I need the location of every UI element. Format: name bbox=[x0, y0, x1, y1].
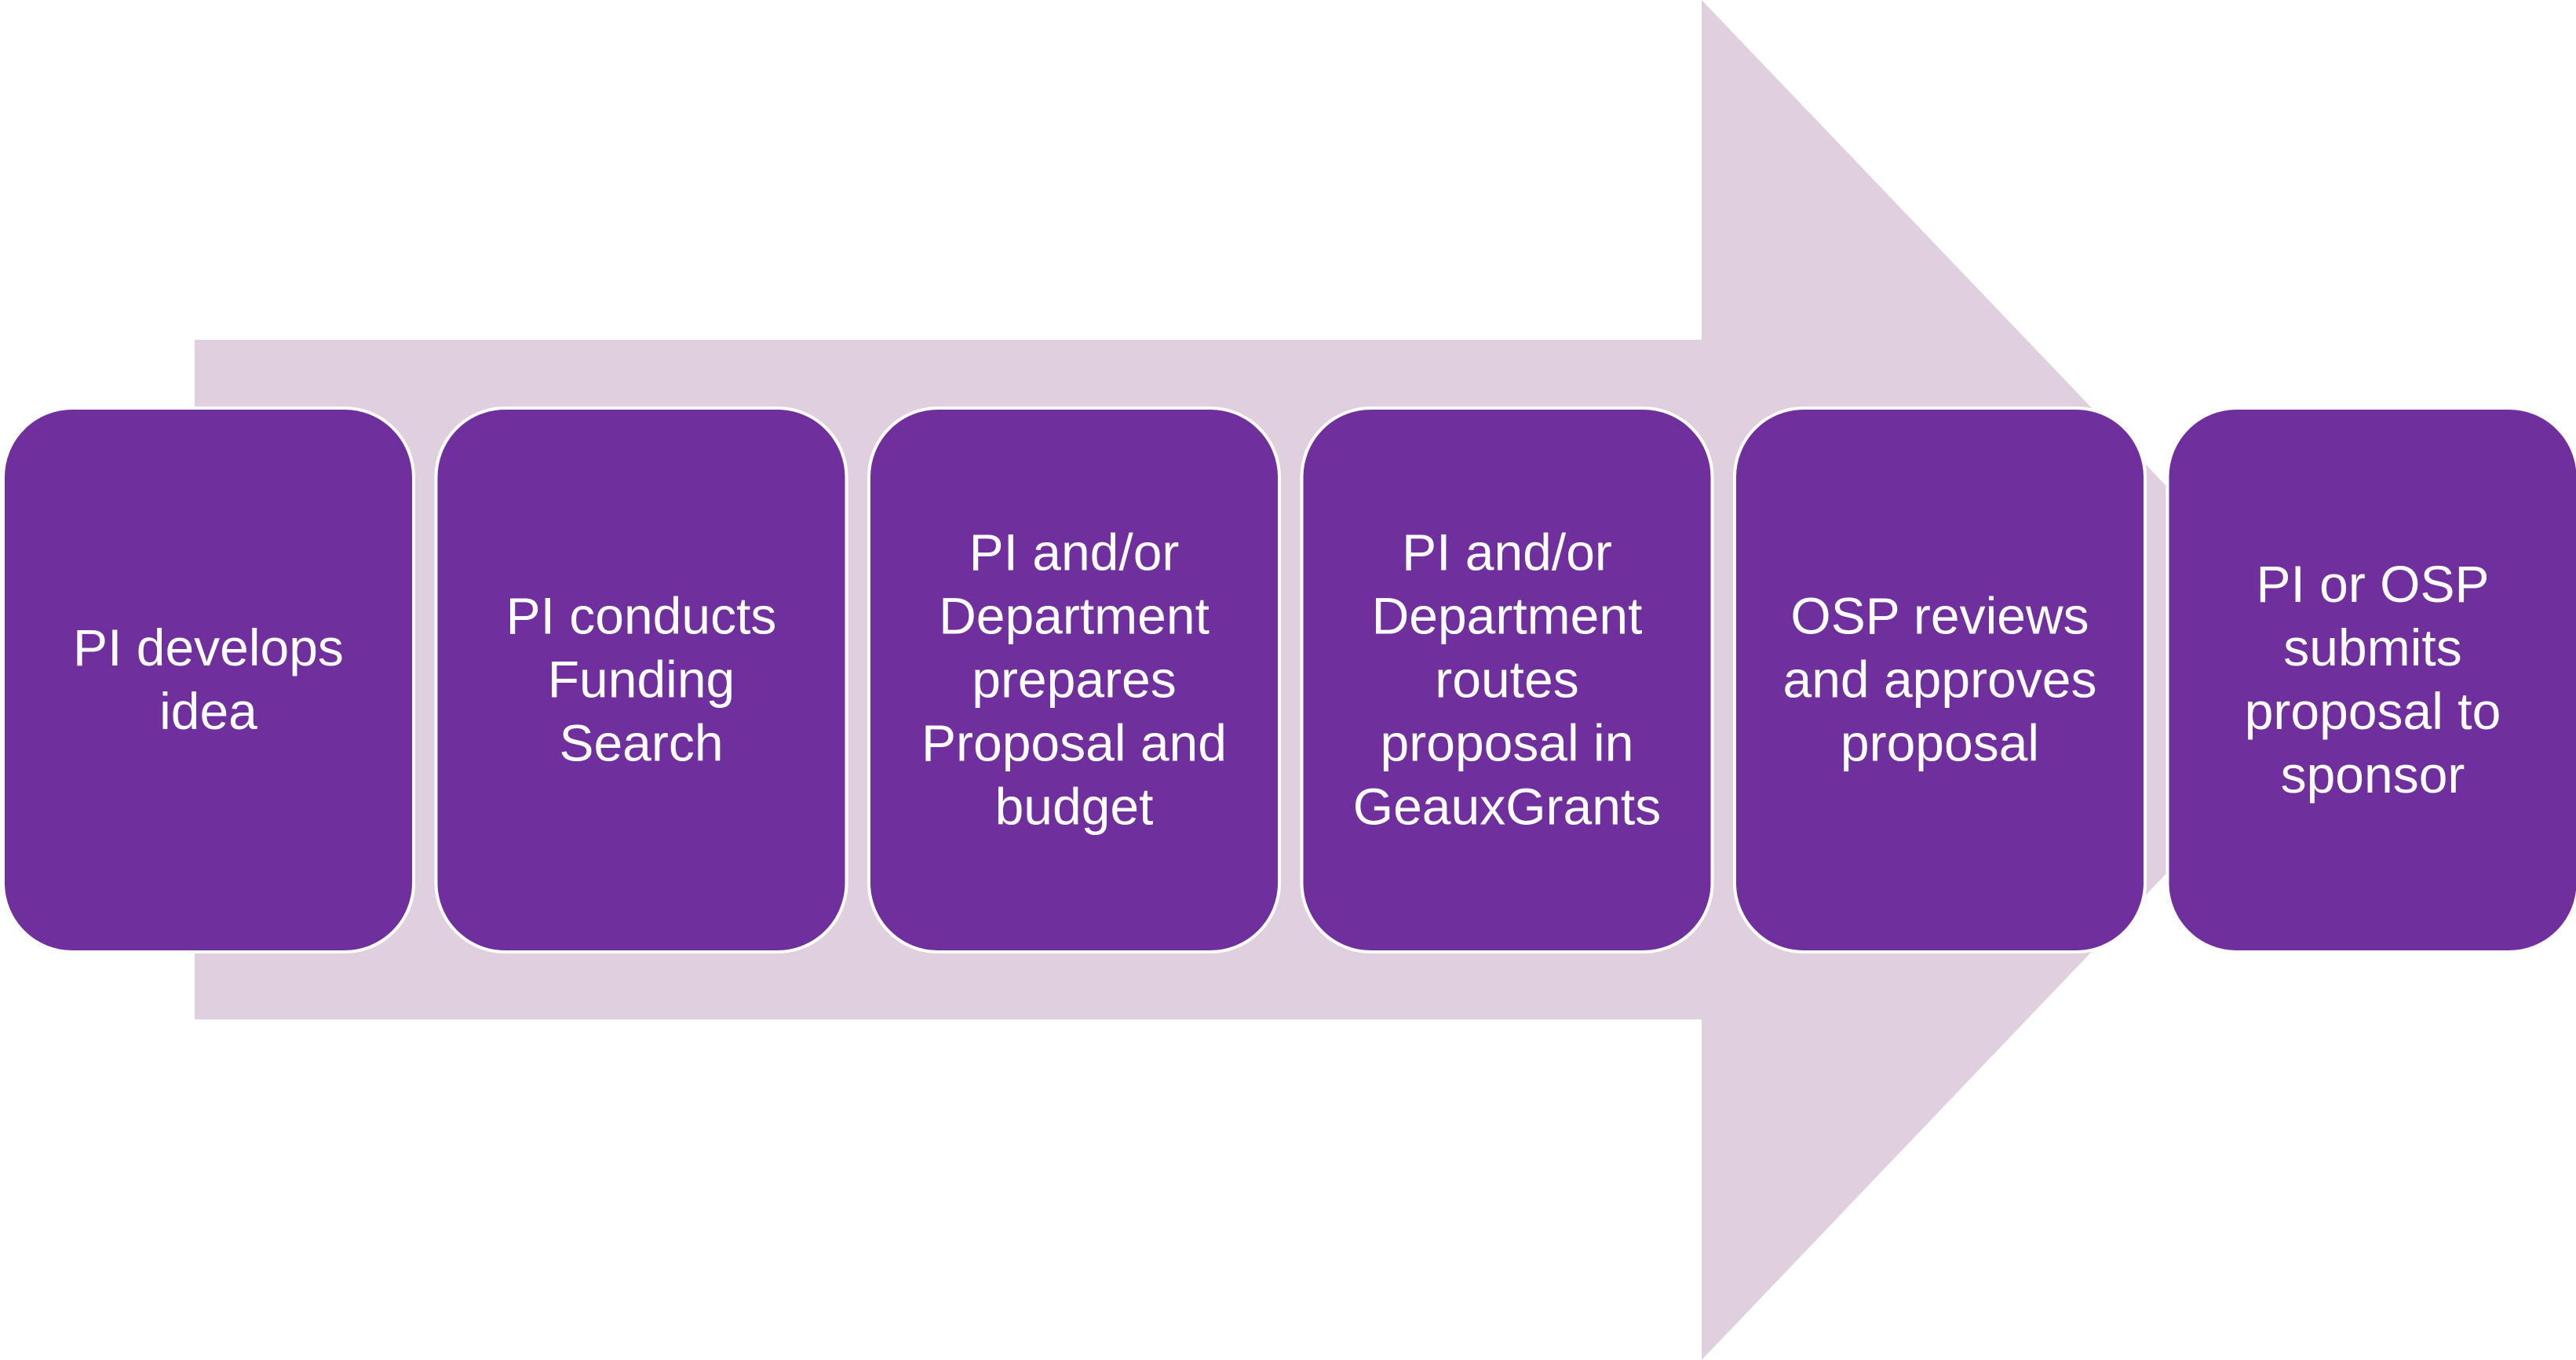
step-box bbox=[1300, 407, 1714, 953]
step-text-line: PI and/or bbox=[969, 523, 1180, 582]
step-text-line: proposal in bbox=[1381, 714, 1634, 772]
step-box bbox=[434, 407, 848, 953]
step-text-line: Department bbox=[939, 587, 1210, 645]
step-text-line: PI or OSP bbox=[2256, 555, 2489, 613]
step-text-line: prepares bbox=[972, 651, 1177, 709]
step-text-line: Search bbox=[559, 714, 723, 772]
step-text-line: budget bbox=[995, 778, 1154, 836]
step-box bbox=[2, 407, 415, 953]
step-box bbox=[2166, 407, 2576, 953]
step-text-line: proposal to bbox=[2245, 682, 2501, 740]
step-text-line: PI conducts bbox=[506, 587, 777, 645]
step-text-line: proposal bbox=[1841, 714, 2039, 772]
step-box bbox=[867, 407, 1281, 953]
step-box bbox=[1733, 407, 2147, 953]
step-text-line: PI and/or bbox=[1402, 523, 1612, 582]
step-text-line: PI develops bbox=[73, 618, 344, 676]
step-text-line: Funding bbox=[548, 651, 735, 709]
step-text-line: idea bbox=[159, 682, 257, 740]
step-1: PI develops idea bbox=[2, 407, 415, 953]
step-text-line: submits bbox=[2283, 618, 2461, 676]
step-text-line: Department bbox=[1372, 587, 1643, 645]
step-text-line: Proposal and bbox=[921, 714, 1227, 772]
step-text-line: routes bbox=[1435, 651, 1578, 709]
step-text-line: and approves bbox=[1783, 651, 2097, 709]
step-text-line: GeauxGrants bbox=[1353, 778, 1662, 836]
step-text-line: OSP reviews bbox=[1790, 587, 2089, 645]
step-text-line: sponsor bbox=[2281, 746, 2465, 804]
